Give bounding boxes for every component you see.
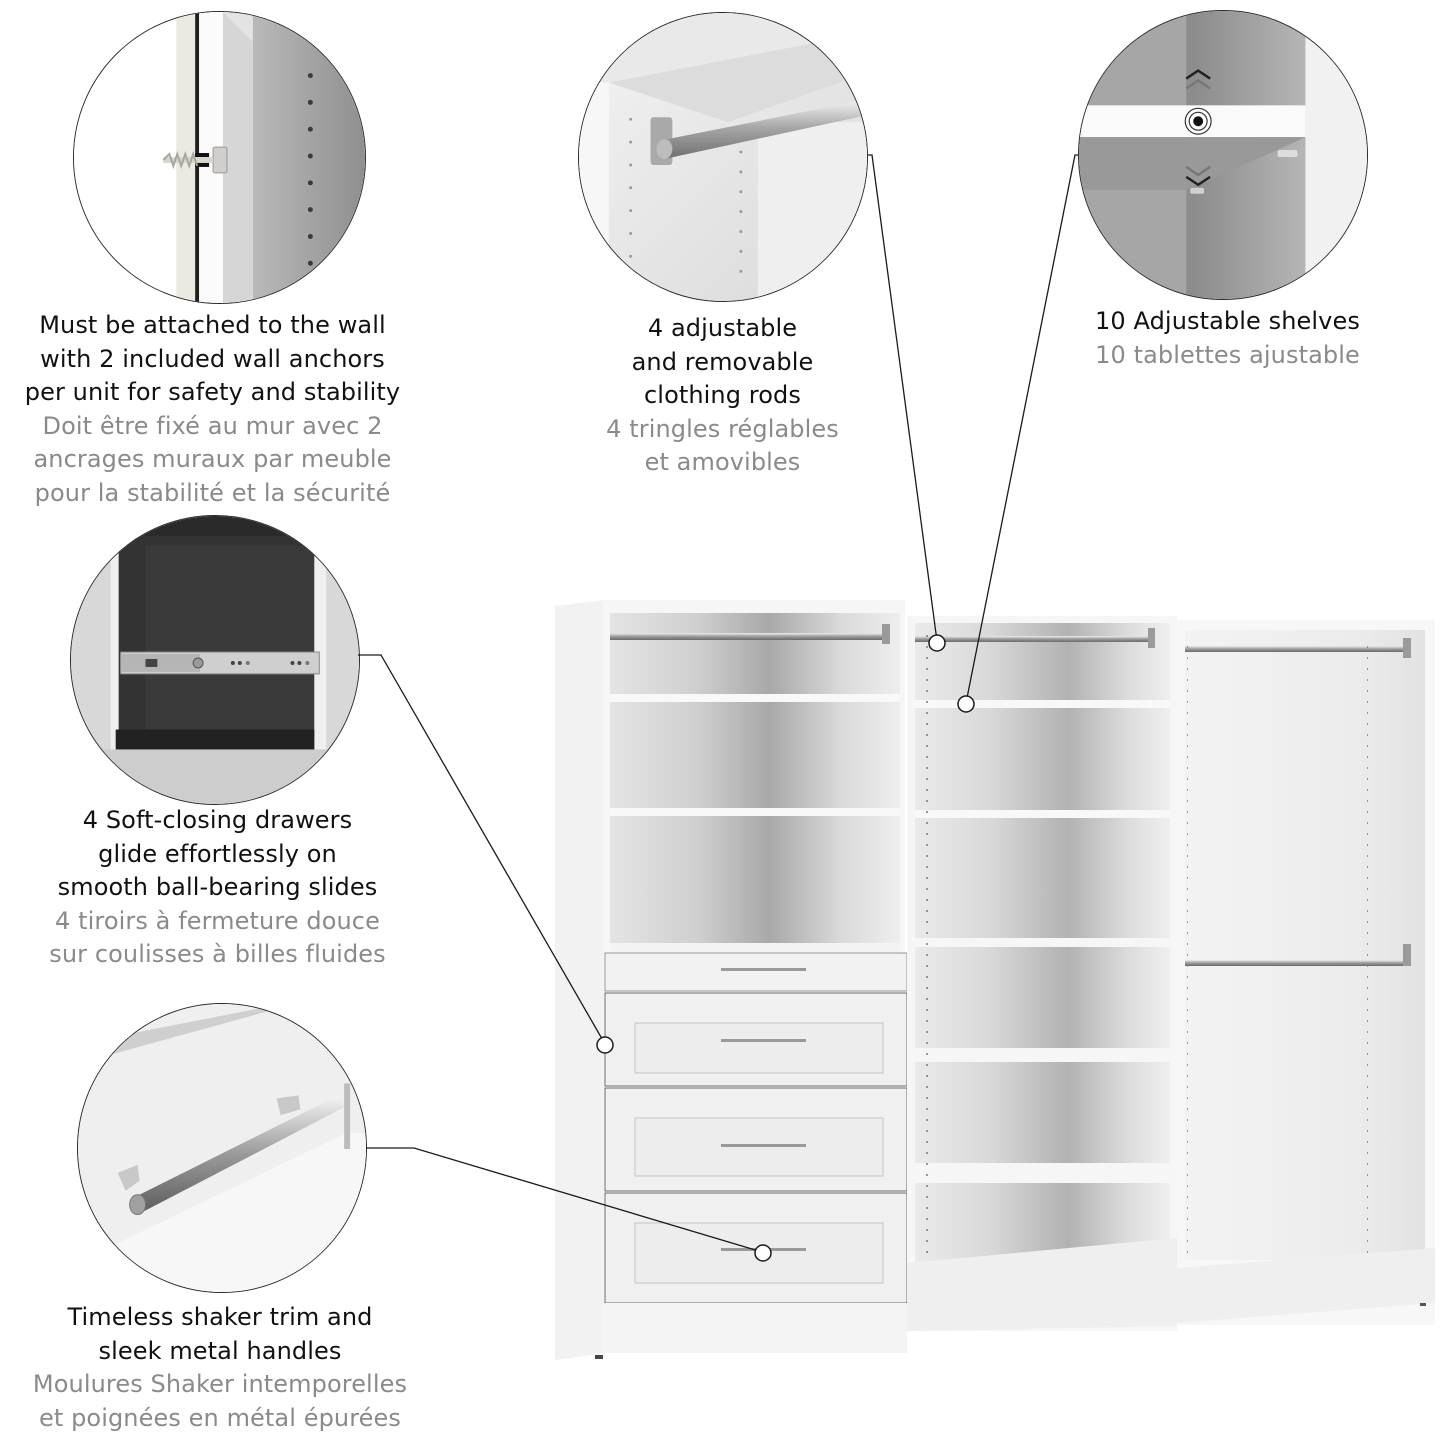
closet-organizer-illustration: [555, 600, 1435, 1360]
wall-anchor-detail-image: [73, 11, 366, 304]
wall-anchor-fr-line-1: Doit être fixé au mur avec 2: [42, 411, 383, 440]
adjustable-shelves-caption: 10 Adjustable shelves 10 tablettes ajust…: [1070, 305, 1385, 372]
shaker-en-line-2: sleek metal handles: [98, 1336, 342, 1365]
clothing-rods-fr-line-1: 4 tringles réglables: [606, 414, 839, 443]
wall-anchor-fr-line-2: ancrages muraux par meuble: [33, 445, 392, 473]
adjustable-shelves-fr-line-1: 10 tablettes ajustable: [1095, 340, 1360, 369]
shaker-en-line-1: Timeless shaker trim and: [67, 1303, 373, 1331]
drawers-en-line-1: 4 Soft-closing drawers: [82, 806, 353, 834]
metal-handle-detail-image: [77, 1003, 367, 1293]
wall-anchor-fr-line-3: pour la stabilité et la sécurité: [34, 478, 391, 507]
adjustable-shelf-icon: [1079, 11, 1367, 299]
clothing-rods-caption: 4 adjustable and removable clothing rods…: [570, 312, 875, 480]
wall-anchor-en-line-2: with 2 included wall anchors: [40, 344, 385, 373]
drawers-en-line-2: glide effortlessly on: [98, 839, 337, 868]
drawers-fr-line-1: 4 tiroirs à fermeture douce: [55, 906, 380, 935]
metal-handle-icon: [78, 1004, 366, 1292]
wall-anchor-en-line-1: Must be attached to the wall: [39, 311, 386, 339]
soft-closing-drawers-caption: 4 Soft-closing drawers glide effortlessl…: [15, 804, 420, 972]
clothing-rod-icon: [579, 13, 867, 301]
closet-organizer-product-image: [555, 598, 1435, 1368]
shaker-fr-line-1: Moulures Shaker intemporelles: [32, 1370, 408, 1398]
adjustable-shelf-detail-image: [1078, 10, 1368, 300]
clothing-rods-fr-line-2: et amovibles: [644, 448, 801, 476]
wall-anchor-icon: [74, 12, 365, 303]
clothing-rods-en-line-1: 4 adjustable: [647, 314, 798, 342]
adjustable-shelves-en-line-1: 10 Adjustable shelves: [1095, 307, 1360, 335]
shaker-fr-line-2: et poignées en métal épurées: [38, 1403, 402, 1432]
drawer-slide-icon: [71, 516, 359, 804]
drawers-en-line-3: smooth ball-bearing slides: [57, 873, 378, 901]
clothing-rods-en-line-3: clothing rods: [644, 381, 801, 409]
drawers-fr-line-2: sur coulisses à billes fluides: [49, 940, 386, 968]
clothing-rod-detail-image: [578, 12, 868, 302]
clothing-rod-connector-line: [868, 154, 938, 642]
wall-anchor-en-line-3: per unit for safety and stability: [24, 378, 401, 406]
wall-anchor-caption: Must be attached to the wall with 2 incl…: [0, 309, 425, 510]
shaker-trim-caption: Timeless shaker trim and sleek metal han…: [0, 1301, 440, 1435]
clothing-rods-en-line-2: and removable: [631, 347, 814, 376]
drawer-slide-detail-image: [70, 515, 360, 805]
